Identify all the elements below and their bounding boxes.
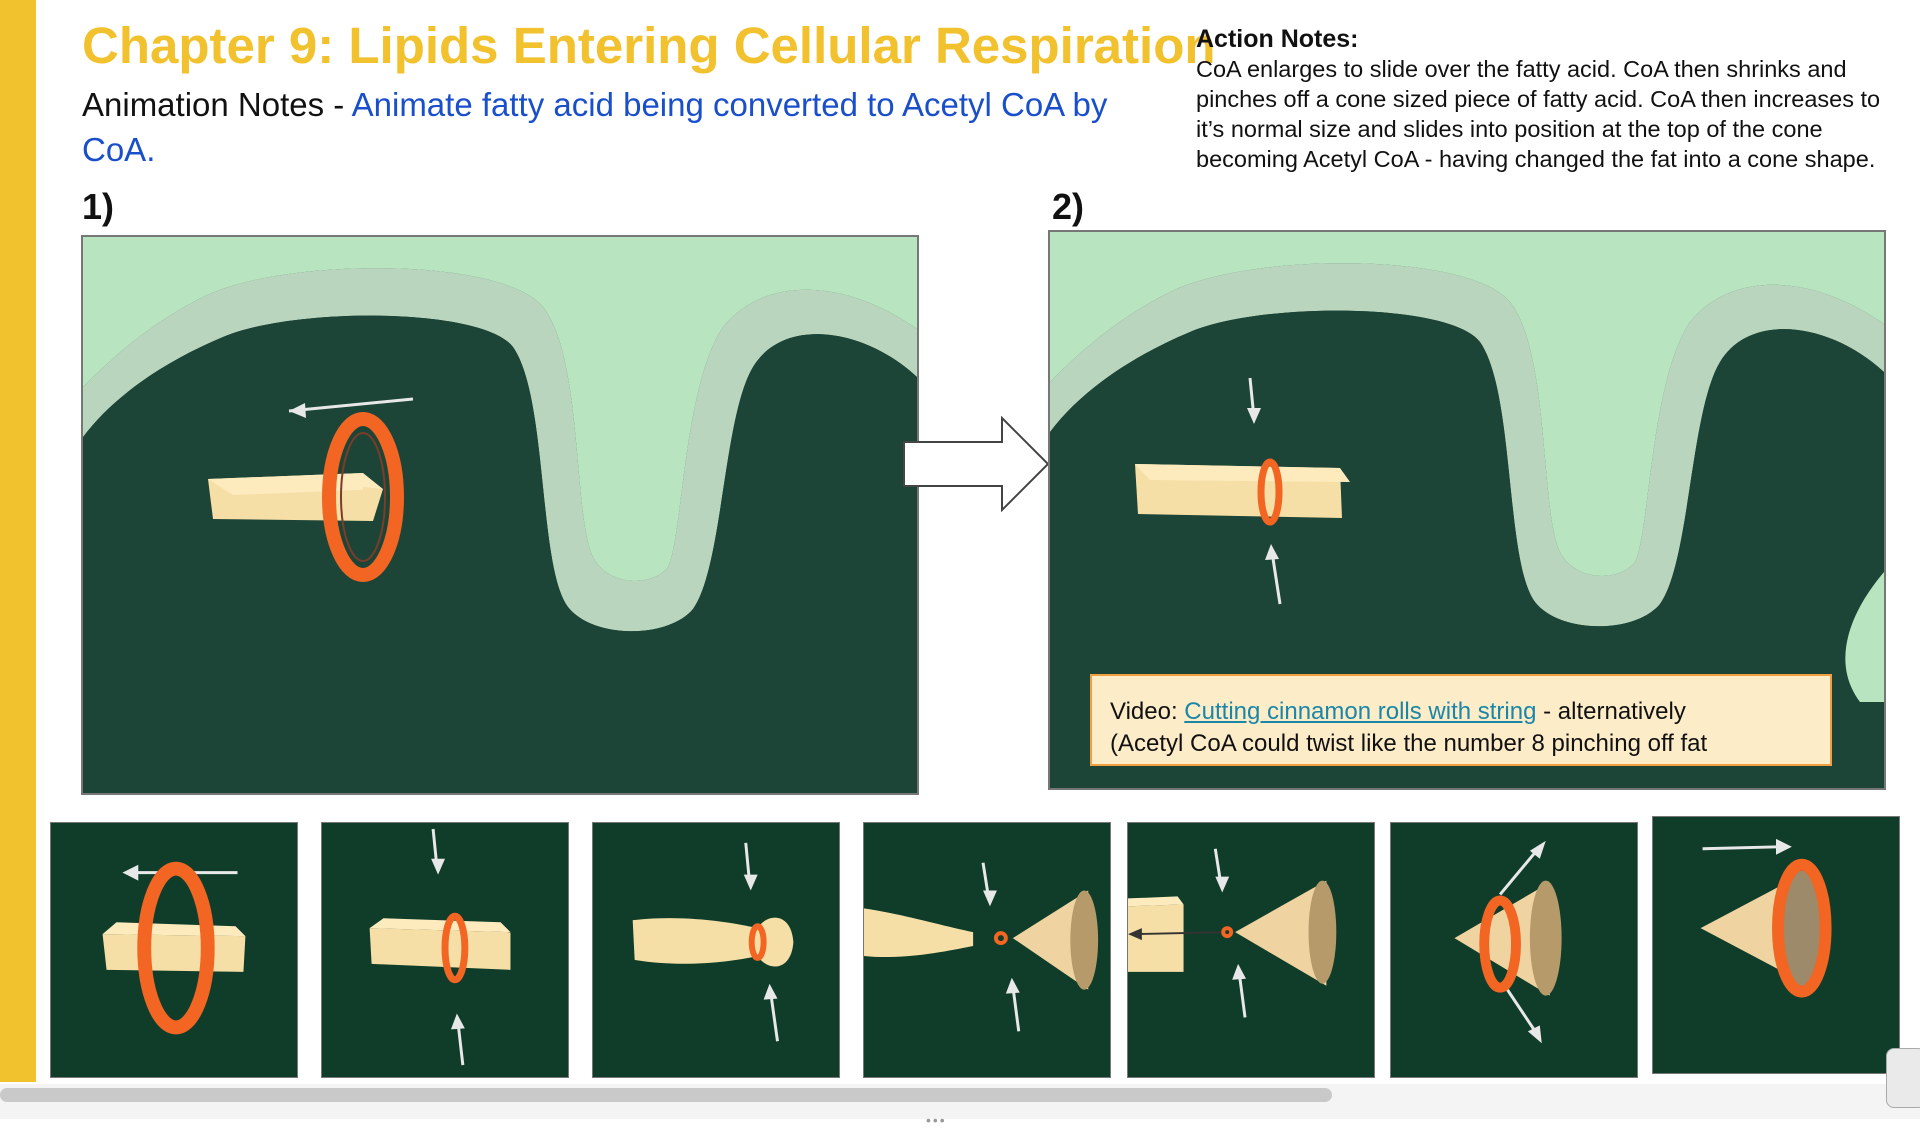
frame-2-ring-shrinks xyxy=(321,822,569,1078)
ring-icon xyxy=(322,412,404,582)
action-notes: Action Notes: CoA enlarges to slide over… xyxy=(1196,24,1896,174)
page-title: Chapter 9: Lipids Entering Cellular Resp… xyxy=(82,17,1216,74)
frame-1-ring-slides-over xyxy=(50,822,298,1078)
cone-icon xyxy=(1454,882,1550,996)
arrow-left-icon xyxy=(1133,931,1228,936)
scene-1-illustration xyxy=(83,237,917,793)
callout-line-1: Video: Cutting cinnamon rolls with strin… xyxy=(1110,696,1830,728)
ring-icon xyxy=(441,912,469,984)
ring-icon xyxy=(748,923,767,961)
arrow-up-icon xyxy=(1270,551,1282,605)
step-1-label: 1) xyxy=(82,186,115,227)
action-notes-heading: Action Notes: xyxy=(1196,25,1359,53)
cone-icon xyxy=(1012,890,1089,990)
ring-icon xyxy=(1479,895,1521,993)
ring-icon xyxy=(137,861,215,1035)
fatty-acid xyxy=(1135,464,1350,518)
animation-notes-label: Animation Notes - xyxy=(82,86,352,123)
scene-panel-1 xyxy=(81,235,919,795)
video-callout: Video: Cutting cinnamon rolls with strin… xyxy=(1090,674,1832,766)
accent-bar xyxy=(0,0,36,1082)
ring-icon xyxy=(1772,858,1832,998)
animation-notes-text: Animate fatty acid being converted to Ac… xyxy=(82,86,1108,168)
callout-prefix: Video: xyxy=(1110,698,1185,725)
frame-5-cone-separates xyxy=(1127,822,1375,1078)
arrow-left-icon xyxy=(288,397,414,413)
step-2-label: 2) xyxy=(1052,186,1085,227)
arrow-right-icon xyxy=(1702,845,1781,851)
frame-3-pinching xyxy=(592,822,840,1078)
ring-icon xyxy=(1257,458,1283,526)
arrow-up-icon xyxy=(1011,985,1021,1032)
ring-icon xyxy=(1221,926,1234,939)
callout-line-2: (Acetyl CoA could twist like the number … xyxy=(1110,730,1708,757)
frame-7-acetyl-coa xyxy=(1652,816,1900,1074)
arrow-up-icon xyxy=(1237,971,1247,1018)
animation-notes: Animation Notes - Animate fatty acid bei… xyxy=(82,82,1122,172)
cone-icon xyxy=(1235,880,1327,986)
arrow-down-icon xyxy=(1500,980,1540,1037)
arrow-up-icon xyxy=(1498,845,1541,896)
side-panel-button[interactable] xyxy=(1886,1048,1920,1108)
frame-4-cone-formed xyxy=(863,822,1111,1078)
arrow-up-icon xyxy=(769,991,779,1042)
drag-handle-icon[interactable]: ••• xyxy=(926,1112,947,1128)
fatty-acid xyxy=(208,473,383,521)
arrow-right-icon xyxy=(903,416,1050,512)
frame-6-ring-enlarges xyxy=(1390,822,1638,1078)
callout-suffix: - alternatively xyxy=(1536,698,1686,725)
video-link[interactable]: Cutting cinnamon rolls with string xyxy=(1184,698,1537,725)
action-notes-body: CoA enlarges to slide over the fatty aci… xyxy=(1196,56,1881,172)
scrollbar-thumb[interactable] xyxy=(0,1088,1332,1102)
ring-icon xyxy=(993,931,1008,946)
